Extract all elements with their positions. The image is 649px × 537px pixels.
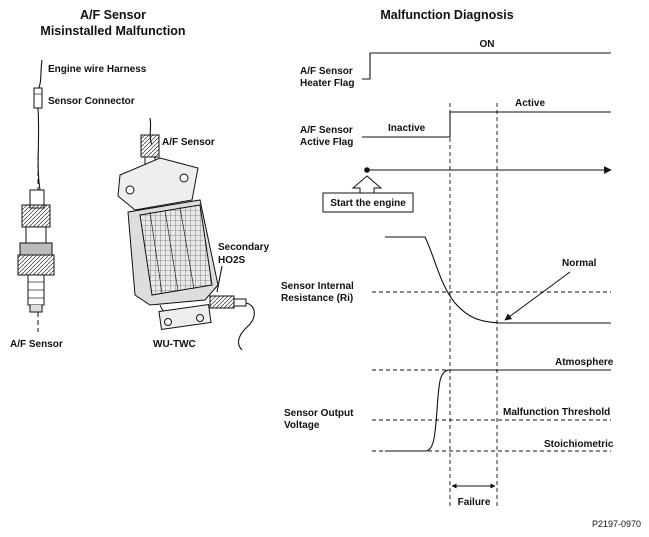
secondary-ho2s-leader bbox=[216, 265, 223, 293]
heater-flag-label-line1: A/F Sensor bbox=[300, 66, 353, 77]
start-engine-pointer bbox=[351, 175, 383, 194]
figure-code: P2197-0970 bbox=[592, 519, 641, 529]
active-flag-label-line1: A/F Sensor bbox=[300, 125, 353, 136]
atmosphere-label: Atmosphere bbox=[555, 357, 614, 368]
engine-wire-harness bbox=[37, 59, 43, 191]
ri-curve bbox=[385, 236, 611, 324]
right-title: Malfunction Diagnosis bbox=[380, 8, 513, 22]
sensor-connector bbox=[33, 87, 43, 109]
normal-arrow bbox=[504, 271, 571, 321]
failure-label: Failure bbox=[458, 497, 491, 508]
af-sensor-upper-label: A/F Sensor bbox=[162, 137, 215, 148]
heater-flag-trace bbox=[362, 52, 611, 80]
stoichiometric-label: Stoichiometric bbox=[544, 439, 614, 450]
vout-label-line2: Voltage bbox=[284, 420, 320, 431]
vout-label-line1: Sensor Output bbox=[284, 408, 354, 419]
active-flag-trace bbox=[362, 111, 611, 138]
normal-label: Normal bbox=[562, 258, 597, 269]
left-title-line2: Misinstalled Malfunction bbox=[40, 24, 185, 38]
ri-label-line1: Sensor Internal bbox=[281, 281, 354, 292]
inactive-label: Inactive bbox=[388, 123, 426, 134]
secondary-ho2s-label-line1: Secondary bbox=[218, 242, 270, 253]
heater-flag-label-line2: Heater Flag bbox=[300, 78, 354, 89]
active-label: Active bbox=[515, 98, 545, 109]
ri-label-line2: Resistance (Ri) bbox=[281, 293, 353, 304]
start-engine-label: Start the engine bbox=[330, 198, 406, 209]
left-title-line1: A/F Sensor bbox=[80, 8, 146, 22]
af-sensor-lower-label: A/F Sensor bbox=[10, 339, 63, 350]
sensor-connector-label: Sensor Connector bbox=[48, 96, 135, 107]
af-sensor-drawing bbox=[17, 155, 55, 332]
active-flag-label-line2: Active Flag bbox=[300, 137, 353, 148]
malfunction-threshold-label: Malfunction Threshold bbox=[503, 407, 610, 418]
catalytic-converter-drawing bbox=[117, 117, 255, 351]
secondary-ho2s-label-line2: HO2S bbox=[218, 255, 246, 266]
heater-on-label: ON bbox=[480, 39, 495, 50]
start-engine-box bbox=[322, 192, 414, 213]
engine-wire-harness-label: Engine wire Harness bbox=[48, 64, 147, 75]
wu-twc-label: WU-TWC bbox=[153, 339, 196, 350]
vout-curve bbox=[385, 369, 611, 452]
